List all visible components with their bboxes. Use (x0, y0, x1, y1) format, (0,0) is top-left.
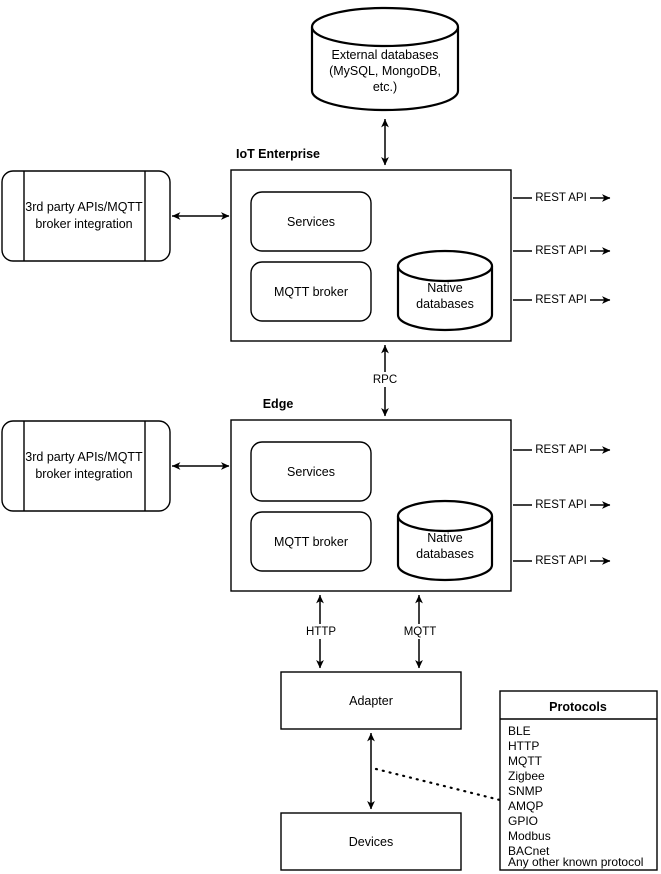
protocols-box (499, 690, 658, 871)
edge-native-db-line-2: databases (416, 547, 474, 561)
enterprise-rest-api-1: REST API (513, 190, 611, 205)
enterprise-third-party-box (1, 170, 171, 262)
enterprise-native-db-cylinder: Native databases (396, 249, 494, 332)
link-enterprise-edge-rpc: RPC (369, 344, 402, 417)
edge-title: Edge (263, 397, 294, 411)
enterprise-mqtt-broker-box (250, 261, 372, 322)
enterprise-services-box (250, 191, 372, 252)
protocol-item-bacnet: BACnet (508, 844, 550, 858)
adapter-box (280, 671, 462, 730)
link-edge-adapter-http: HTTP (302, 594, 340, 669)
protocol-item-ble: BLE (508, 724, 531, 738)
enterprise-native-db-line-2: databases (416, 297, 474, 311)
protocol-item-amqp: AMQP (508, 799, 543, 813)
enterprise-native-db-line-1: Native (427, 281, 462, 295)
enterprise-rest-api-3: REST API (513, 292, 611, 307)
edge-native-db-line-1: Native (427, 531, 462, 545)
edge-mqtt-broker-label: MQTT broker (274, 535, 348, 549)
edge-rest-api-label-3: REST API (535, 555, 587, 567)
enterprise-rest-api-label-1: REST API (535, 192, 587, 204)
devices-label: Devices (349, 835, 393, 849)
edge-services-label: Services (287, 465, 335, 479)
adapter-label: Adapter (349, 694, 393, 708)
edge-third-party-line-1: 3rd party APIs/MQTT (25, 450, 143, 464)
external-db-line-1: External databases (331, 48, 438, 62)
devices-box (280, 812, 462, 871)
edge-third-party-line-2: broker integration (35, 467, 132, 481)
link-protocols-association (374, 767, 502, 802)
protocol-item-http: HTTP (508, 739, 539, 753)
enterprise-rest-api-2: REST API (513, 243, 611, 258)
link-edge-adapter-mqtt: MQTT (400, 594, 440, 669)
enterprise-mqtt-broker-label: MQTT broker (274, 285, 348, 299)
protocols-header: Protocols (549, 700, 607, 714)
enterprise-rest-api-label-3: REST API (535, 294, 587, 306)
rpc-label: RPC (373, 374, 397, 386)
edge-native-db-cylinder: Native databases (396, 499, 494, 582)
protocol-item-gpio: GPIO (508, 814, 538, 828)
external-db-line-3: etc.) (373, 80, 397, 94)
edge-rest-api-label-1: REST API (535, 444, 587, 456)
protocol-item-zigbee: Zigbee (508, 769, 545, 783)
protocol-item-mqtt: MQTT (508, 754, 543, 768)
protocol-item-modbus: Modbus (508, 829, 551, 843)
enterprise-services-label: Services (287, 215, 335, 229)
mqtt-label: MQTT (404, 626, 437, 638)
external-databases-cylinder: External databases (MySQL, MongoDB, etc.… (310, 6, 460, 112)
enterprise-rest-api-label-2: REST API (535, 245, 587, 257)
protocols-panel: Protocols BLE HTTP MQTT Zigbee SNMP AMQP… (499, 690, 658, 871)
external-db-line-2: (MySQL, MongoDB, (329, 64, 441, 78)
protocol-item-snmp: SNMP (508, 784, 543, 798)
enterprise-third-party-component: 3rd party APIs/MQTT broker integration (1, 170, 171, 262)
edge-rest-api-2: REST API (513, 497, 611, 512)
enterprise-third-party-line-2: broker integration (35, 217, 132, 231)
http-label: HTTP (306, 626, 336, 638)
edge-third-party-component: 3rd party APIs/MQTT broker integration (1, 420, 171, 512)
edge-mqtt-broker-box (250, 511, 372, 572)
edge-services-box (250, 441, 372, 502)
edge-third-party-box (1, 420, 171, 512)
edge-rest-api-1: REST API (513, 442, 611, 457)
protocol-item-any-other: Any other known protocol (508, 855, 643, 869)
edge-rest-api-label-2: REST API (535, 499, 587, 511)
edge-rest-api-3: REST API (513, 553, 611, 568)
enterprise-third-party-line-1: 3rd party APIs/MQTT (25, 200, 143, 214)
enterprise-title: IoT Enterprise (236, 147, 320, 161)
